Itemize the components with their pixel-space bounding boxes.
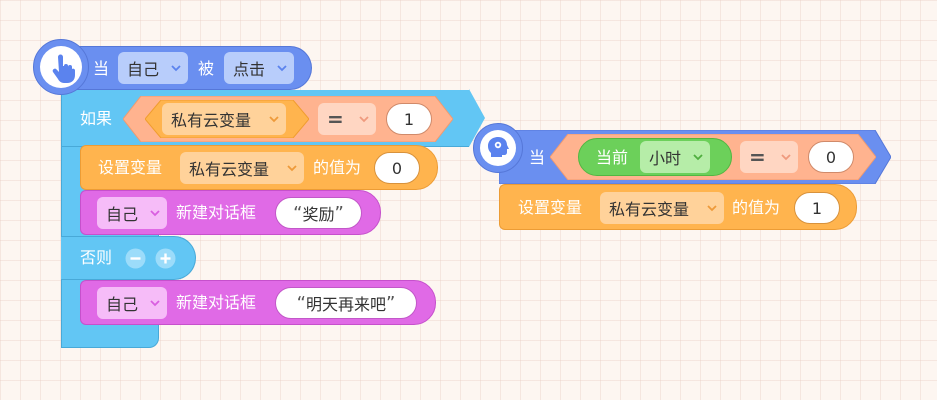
set-variable-label: 设置变量 [98, 158, 163, 177]
close-quote: ” [386, 292, 396, 314]
chevron-down-icon [277, 65, 287, 72]
variable-name: 私有云变量 [171, 111, 252, 130]
chevron-down-icon [781, 154, 791, 161]
operator-dropdown[interactable]: = [318, 103, 376, 135]
operator-symbol: = [327, 107, 344, 131]
else-new-dialog-label: 新建对话框 [176, 293, 257, 312]
add-else-if-button[interactable] [155, 248, 176, 269]
open-quote: “ [296, 292, 306, 314]
set-value-label: 的值为 [313, 158, 362, 177]
hour-value-input[interactable]: 0 [808, 141, 854, 173]
plus-icon [155, 248, 176, 269]
when-label: 当 [93, 59, 110, 78]
operator-dropdown-2[interactable]: = [740, 141, 798, 173]
sprite-target: 自己 [127, 60, 160, 79]
dialog-target: 自己 [106, 205, 139, 224]
chevron-down-icon [287, 165, 297, 172]
time-unit-dropdown[interactable]: 小时 [640, 141, 710, 173]
else-dialog-text: 明天再来吧 [305, 295, 386, 314]
set-variable-dropdown[interactable]: 私有云变量 [180, 152, 304, 184]
set-value-label-2: 的值为 [732, 198, 781, 217]
else-dialog-text-input[interactable]: “ 明天再来吧 ” [275, 287, 417, 319]
operator-symbol-2: = [749, 145, 766, 169]
chevron-down-icon [707, 205, 717, 212]
close-quote: ” [334, 202, 344, 224]
hour-value: 0 [825, 147, 837, 167]
dialog-text: 奖励 [302, 205, 335, 224]
set-variable-name: 私有云变量 [189, 160, 270, 179]
chevron-down-icon [359, 116, 369, 123]
set-value: 0 [391, 158, 403, 178]
head-gear-icon [480, 130, 516, 166]
open-quote: “ [293, 202, 303, 224]
else-dialog-target-dropdown[interactable]: 自己 [97, 287, 167, 319]
chevron-down-icon [150, 210, 160, 217]
time-unit: 小时 [649, 149, 682, 168]
chevron-down-icon [693, 154, 703, 161]
clicked-label: 被 [198, 59, 215, 78]
chevron-down-icon [171, 65, 181, 72]
variable-dropdown[interactable]: 私有云变量 [162, 103, 286, 135]
dialog-target-dropdown[interactable]: 自己 [97, 197, 167, 229]
set-value-input[interactable]: 0 [374, 152, 420, 184]
set-value-2: 1 [811, 198, 823, 218]
compare-value: 1 [403, 109, 415, 129]
script-1: 如果 私有云变量 = 1 设置变量 私有云变量 的值为 0 自己 新建对话框 “ [0, 0, 485, 360]
remove-else-button[interactable] [125, 248, 146, 269]
when-label-2: 当 [529, 148, 546, 167]
if-label: 如果 [80, 109, 113, 128]
sprite-target-dropdown[interactable]: 自己 [118, 52, 188, 84]
compare-value-input[interactable]: 1 [386, 103, 432, 135]
hand-pointer-icon [40, 46, 82, 88]
new-dialog-label: 新建对话框 [176, 203, 257, 222]
chevron-down-icon [150, 300, 160, 307]
minus-icon [125, 248, 146, 269]
else-label: 否则 [80, 248, 113, 267]
set-variable-name-2: 私有云变量 [609, 200, 690, 219]
dialog-text-input[interactable]: “ 奖励 ” [275, 197, 362, 229]
chevron-down-icon [269, 116, 279, 123]
script-2: 设置变量 私有云变量 的值为 1 当 当前 小时 = 0 [470, 120, 900, 235]
set-variable-dropdown-2[interactable]: 私有云变量 [600, 192, 724, 224]
event-type-dropdown[interactable]: 点击 [224, 52, 294, 84]
event-type: 点击 [233, 60, 266, 79]
set-value-input-2[interactable]: 1 [794, 192, 840, 224]
set-variable-label-2: 设置变量 [518, 198, 583, 217]
current-label: 当前 [596, 148, 629, 167]
else-dialog-target: 自己 [106, 295, 139, 314]
